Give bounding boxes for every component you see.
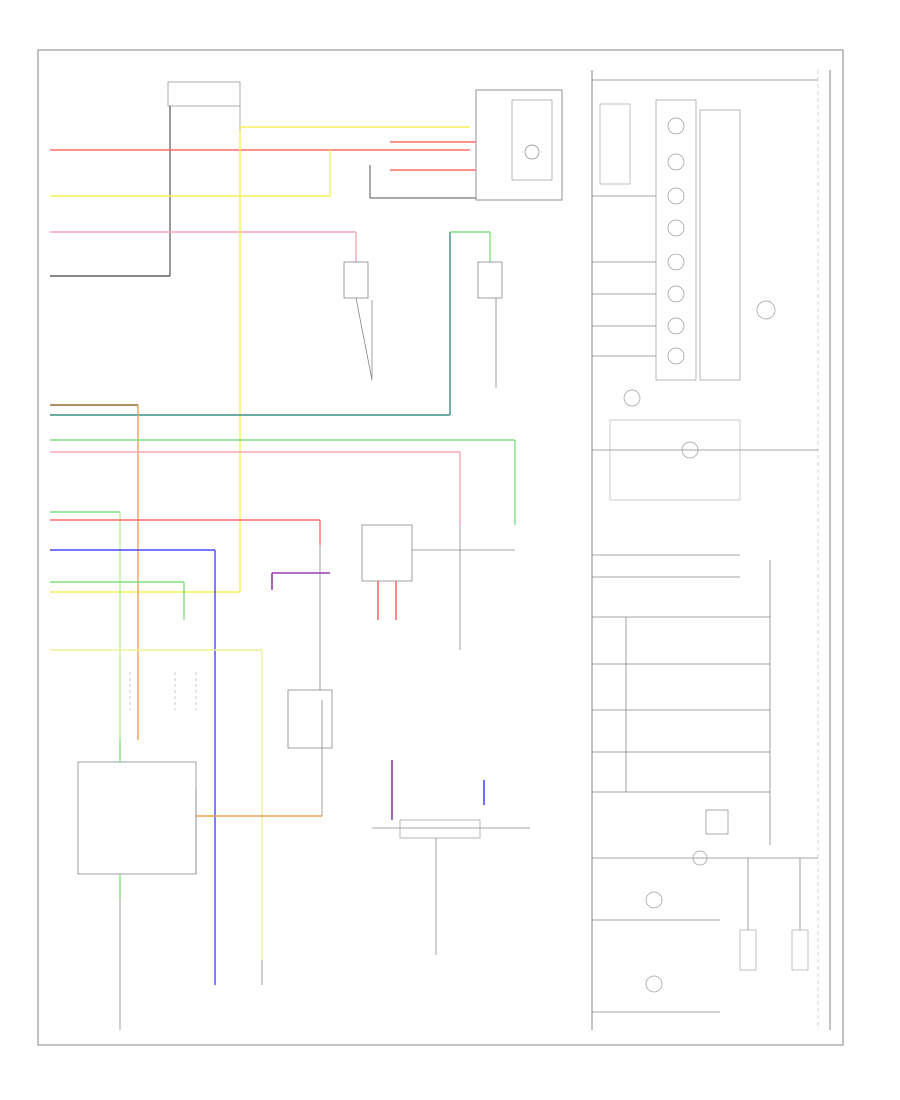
sensor-r2 [791, 929, 809, 971]
indicator-lamp-1 [667, 117, 685, 135]
indicator-lamp-8 [667, 347, 685, 365]
indicator-lamp-7 [667, 317, 685, 335]
left-circuit-section [50, 81, 563, 1030]
right-cluster-section [591, 70, 831, 1030]
relay-box-mid [287, 689, 333, 749]
warning-lamp-1 [623, 389, 641, 407]
relay-1-ground [355, 297, 373, 381]
control-unit-lower [77, 761, 197, 875]
gauge-lamp-right [756, 300, 776, 320]
ground-block [705, 809, 729, 835]
indicator-lamp-5 [667, 253, 685, 271]
ignition-switch-box [167, 81, 241, 107]
bottom-lamp-2 [645, 891, 663, 909]
indicator-lamp-4 [667, 219, 685, 237]
diagram-border [37, 49, 844, 1046]
sensor-r1 [739, 929, 757, 971]
cluster-box-mid [609, 419, 741, 501]
indicator-lamp-2 [667, 153, 685, 171]
relay-center [361, 524, 413, 582]
gauge-frame [655, 99, 697, 381]
bottom-lamp-1 [692, 850, 708, 866]
indicator-lamp-6 [667, 285, 685, 303]
fuse-block-top [599, 103, 631, 185]
relay-switch-2 [477, 261, 503, 299]
control-module-top [475, 89, 563, 201]
bottom-lamp-3 [645, 975, 663, 993]
control-module-lamp [524, 144, 540, 160]
indicator-lamp-3 [667, 187, 685, 205]
gauge-frame-2 [699, 109, 741, 381]
relay-switch-1 [343, 261, 369, 299]
multi-switch [399, 819, 481, 839]
control-module-inner [511, 99, 553, 181]
